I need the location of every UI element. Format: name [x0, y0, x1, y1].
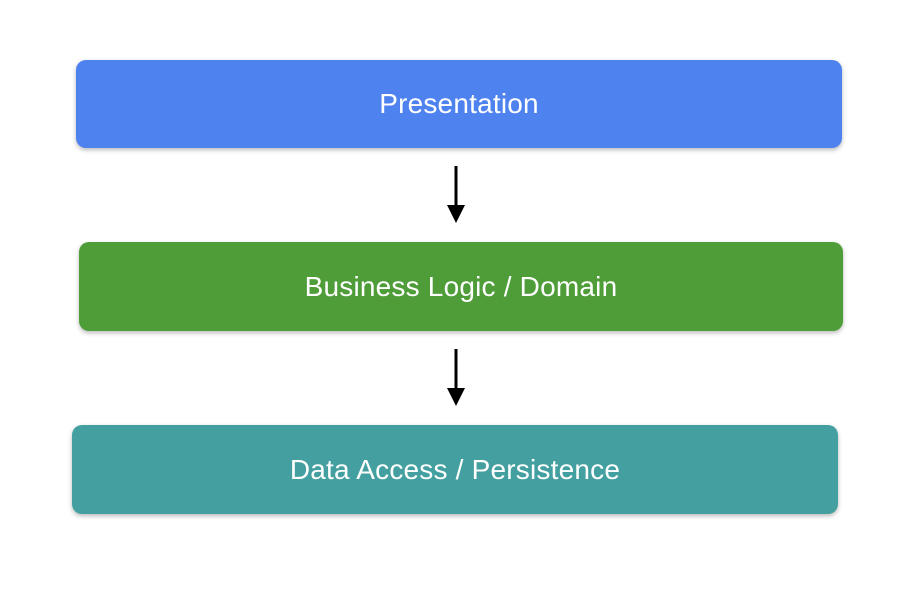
layer-node-presentation-label: Presentation	[379, 88, 539, 119]
layer-node-presentation: Presentation	[76, 60, 842, 148]
arrow-head	[447, 205, 465, 223]
down-arrow-icon	[447, 166, 465, 223]
layer-node-business-logic: Business Logic / Domain	[79, 242, 843, 331]
layer-node-business-logic-label: Business Logic / Domain	[304, 270, 618, 302]
down-arrow-icon	[447, 349, 465, 406]
arrow-head	[447, 388, 465, 406]
layer-node-data-access-label: Data Access / Persistence	[289, 453, 621, 485]
layer-node-data-access: Data Access / Persistence	[72, 425, 838, 514]
